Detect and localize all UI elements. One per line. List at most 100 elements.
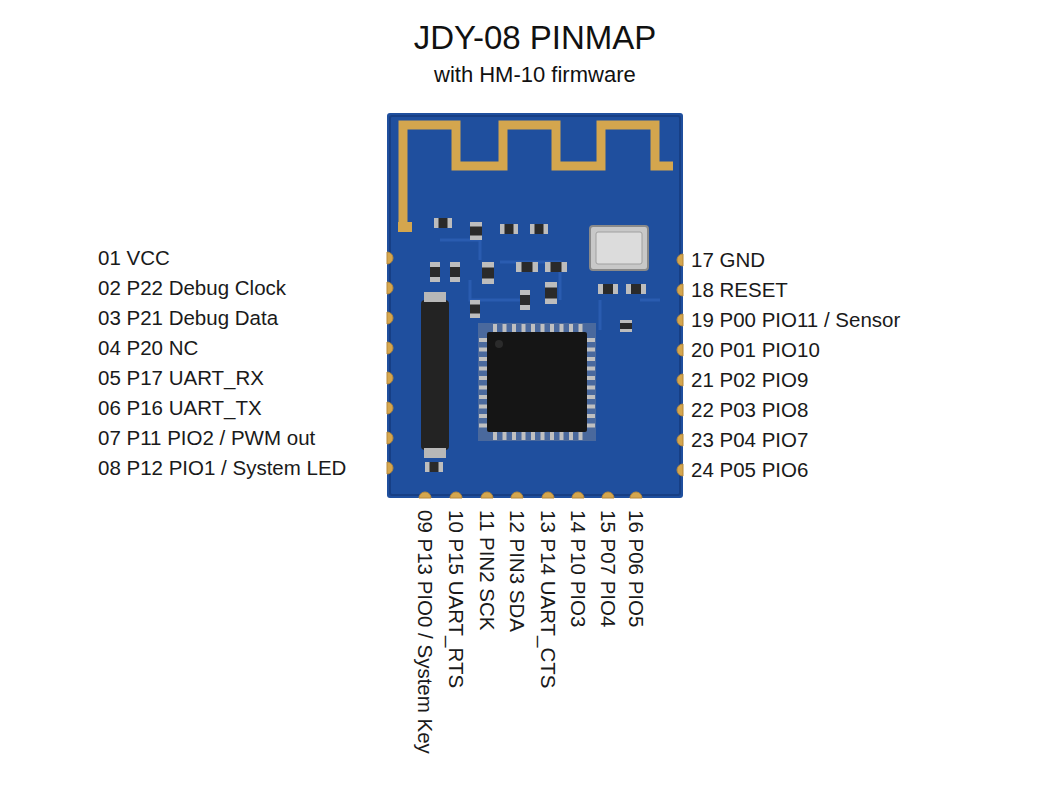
- smd-terminal: [626, 284, 646, 294]
- smd-body: [603, 284, 613, 294]
- pin-label: 24 P05 PIO6: [691, 458, 808, 482]
- smd-body: [551, 262, 562, 272]
- edge-pad: [387, 402, 393, 414]
- chip-pin: [541, 324, 545, 332]
- smd-component: [598, 284, 618, 294]
- inductor-end: [424, 448, 446, 458]
- inductor-end: [424, 292, 446, 302]
- chip-pin: [479, 424, 487, 428]
- chip-pin: [479, 367, 487, 371]
- smd-component: [434, 218, 452, 228]
- smd-terminal: [516, 262, 538, 272]
- edge-pad: [387, 252, 393, 264]
- edge-pad: [677, 254, 683, 266]
- smd-component: [482, 262, 494, 284]
- chip-pin: [587, 386, 595, 390]
- page-title: JDY-08 PINMAP: [414, 19, 657, 57]
- chip-pin: [503, 432, 507, 440]
- chip-pin: [522, 324, 526, 332]
- smd-body: [631, 284, 641, 294]
- pin-label: 19 P00 PIO11 / Sensor: [691, 308, 900, 332]
- smd-terminal: [470, 222, 482, 240]
- smd-component: [450, 262, 460, 282]
- pin-label: 15 P07 PIO4: [596, 510, 620, 627]
- chip-pad: [478, 323, 596, 441]
- chip-pin: [560, 324, 564, 332]
- chip-pin: [587, 367, 595, 371]
- inductor-body: [421, 300, 449, 450]
- chip-pin: [587, 405, 595, 409]
- edge-pad: [677, 314, 683, 326]
- chip-pin: [569, 432, 573, 440]
- chip-pin: [541, 432, 545, 440]
- smd-terminal: [620, 320, 632, 332]
- chip-pin: [479, 414, 487, 418]
- smd-component: [430, 262, 440, 282]
- edge-pad: [542, 492, 554, 498]
- smd-parts: [425, 218, 646, 472]
- smd-body: [482, 268, 494, 279]
- smd-terminal: [425, 462, 443, 472]
- pin-label: 16 P06 PIO5: [624, 510, 648, 627]
- pin-label: 14 P10 PIO3: [566, 510, 590, 627]
- smd-body: [439, 218, 448, 228]
- pin-label: 05 P17 UART_RX: [98, 366, 264, 390]
- smd-body: [470, 227, 482, 236]
- pin-label: 17 GND: [691, 248, 765, 272]
- smd-component: [516, 262, 538, 272]
- chip-pin: [550, 432, 554, 440]
- smd-body: [535, 224, 544, 234]
- chip-pin: [479, 338, 487, 342]
- smd-component: [425, 462, 443, 472]
- edge-pad: [387, 282, 393, 294]
- pin-label: 07 P11 PIO2 / PWM out: [98, 426, 315, 450]
- pin-label: 01 VCC: [98, 246, 170, 270]
- chip-pin: [550, 324, 554, 332]
- chip-pin: [479, 357, 487, 361]
- smd-terminal: [450, 262, 460, 282]
- smd-body: [470, 305, 480, 314]
- smd-body: [430, 267, 440, 277]
- edge-pad: [387, 432, 393, 444]
- smd-body: [522, 262, 533, 272]
- pin-label: 20 P01 PIO10: [691, 338, 820, 362]
- smd-body: [430, 462, 439, 472]
- chip-pin: [587, 414, 595, 418]
- edge-pad: [387, 462, 393, 474]
- smd-body: [620, 323, 632, 329]
- chip-pin: [587, 376, 595, 380]
- smd-terminal: [434, 218, 452, 228]
- edge-pad: [481, 492, 493, 498]
- pcb-edge: [390, 116, 680, 495]
- smd-component: [520, 290, 530, 310]
- inductor: [421, 292, 449, 458]
- edge-pad: [677, 404, 683, 416]
- pin-label: 23 P04 PIO7: [691, 428, 808, 452]
- pin-label: 09 P13 PIO0 / System Key: [413, 510, 437, 754]
- chip-pin: [479, 395, 487, 399]
- smd-body: [520, 295, 530, 305]
- smd-terminal: [470, 300, 480, 318]
- chip-pin: [587, 424, 595, 428]
- smd-component: [545, 282, 557, 304]
- edge-pad: [511, 492, 523, 498]
- subtitle: with HM-10 firmware: [434, 62, 636, 87]
- pin-label: 08 P12 PIO1 / System LED: [98, 456, 346, 480]
- smd-terminal: [545, 282, 557, 304]
- crystal: [590, 226, 648, 270]
- smd-component: [626, 284, 646, 294]
- smd-component: [470, 222, 482, 240]
- edge-pad: [387, 372, 393, 384]
- smd-body: [545, 288, 557, 299]
- edge-pad: [677, 434, 683, 446]
- chip-pin: [531, 324, 535, 332]
- edge-pad: [677, 464, 683, 476]
- chip-pin: [479, 376, 487, 380]
- pin-label: 21 P02 PIO9: [691, 368, 808, 392]
- smd-terminal: [530, 224, 548, 234]
- pin-label: 11 PIN2 SCK: [475, 510, 499, 630]
- chip-pin: [579, 324, 583, 332]
- chip-pin: [587, 348, 595, 352]
- chip-pin: [479, 348, 487, 352]
- edge-pad: [387, 312, 393, 324]
